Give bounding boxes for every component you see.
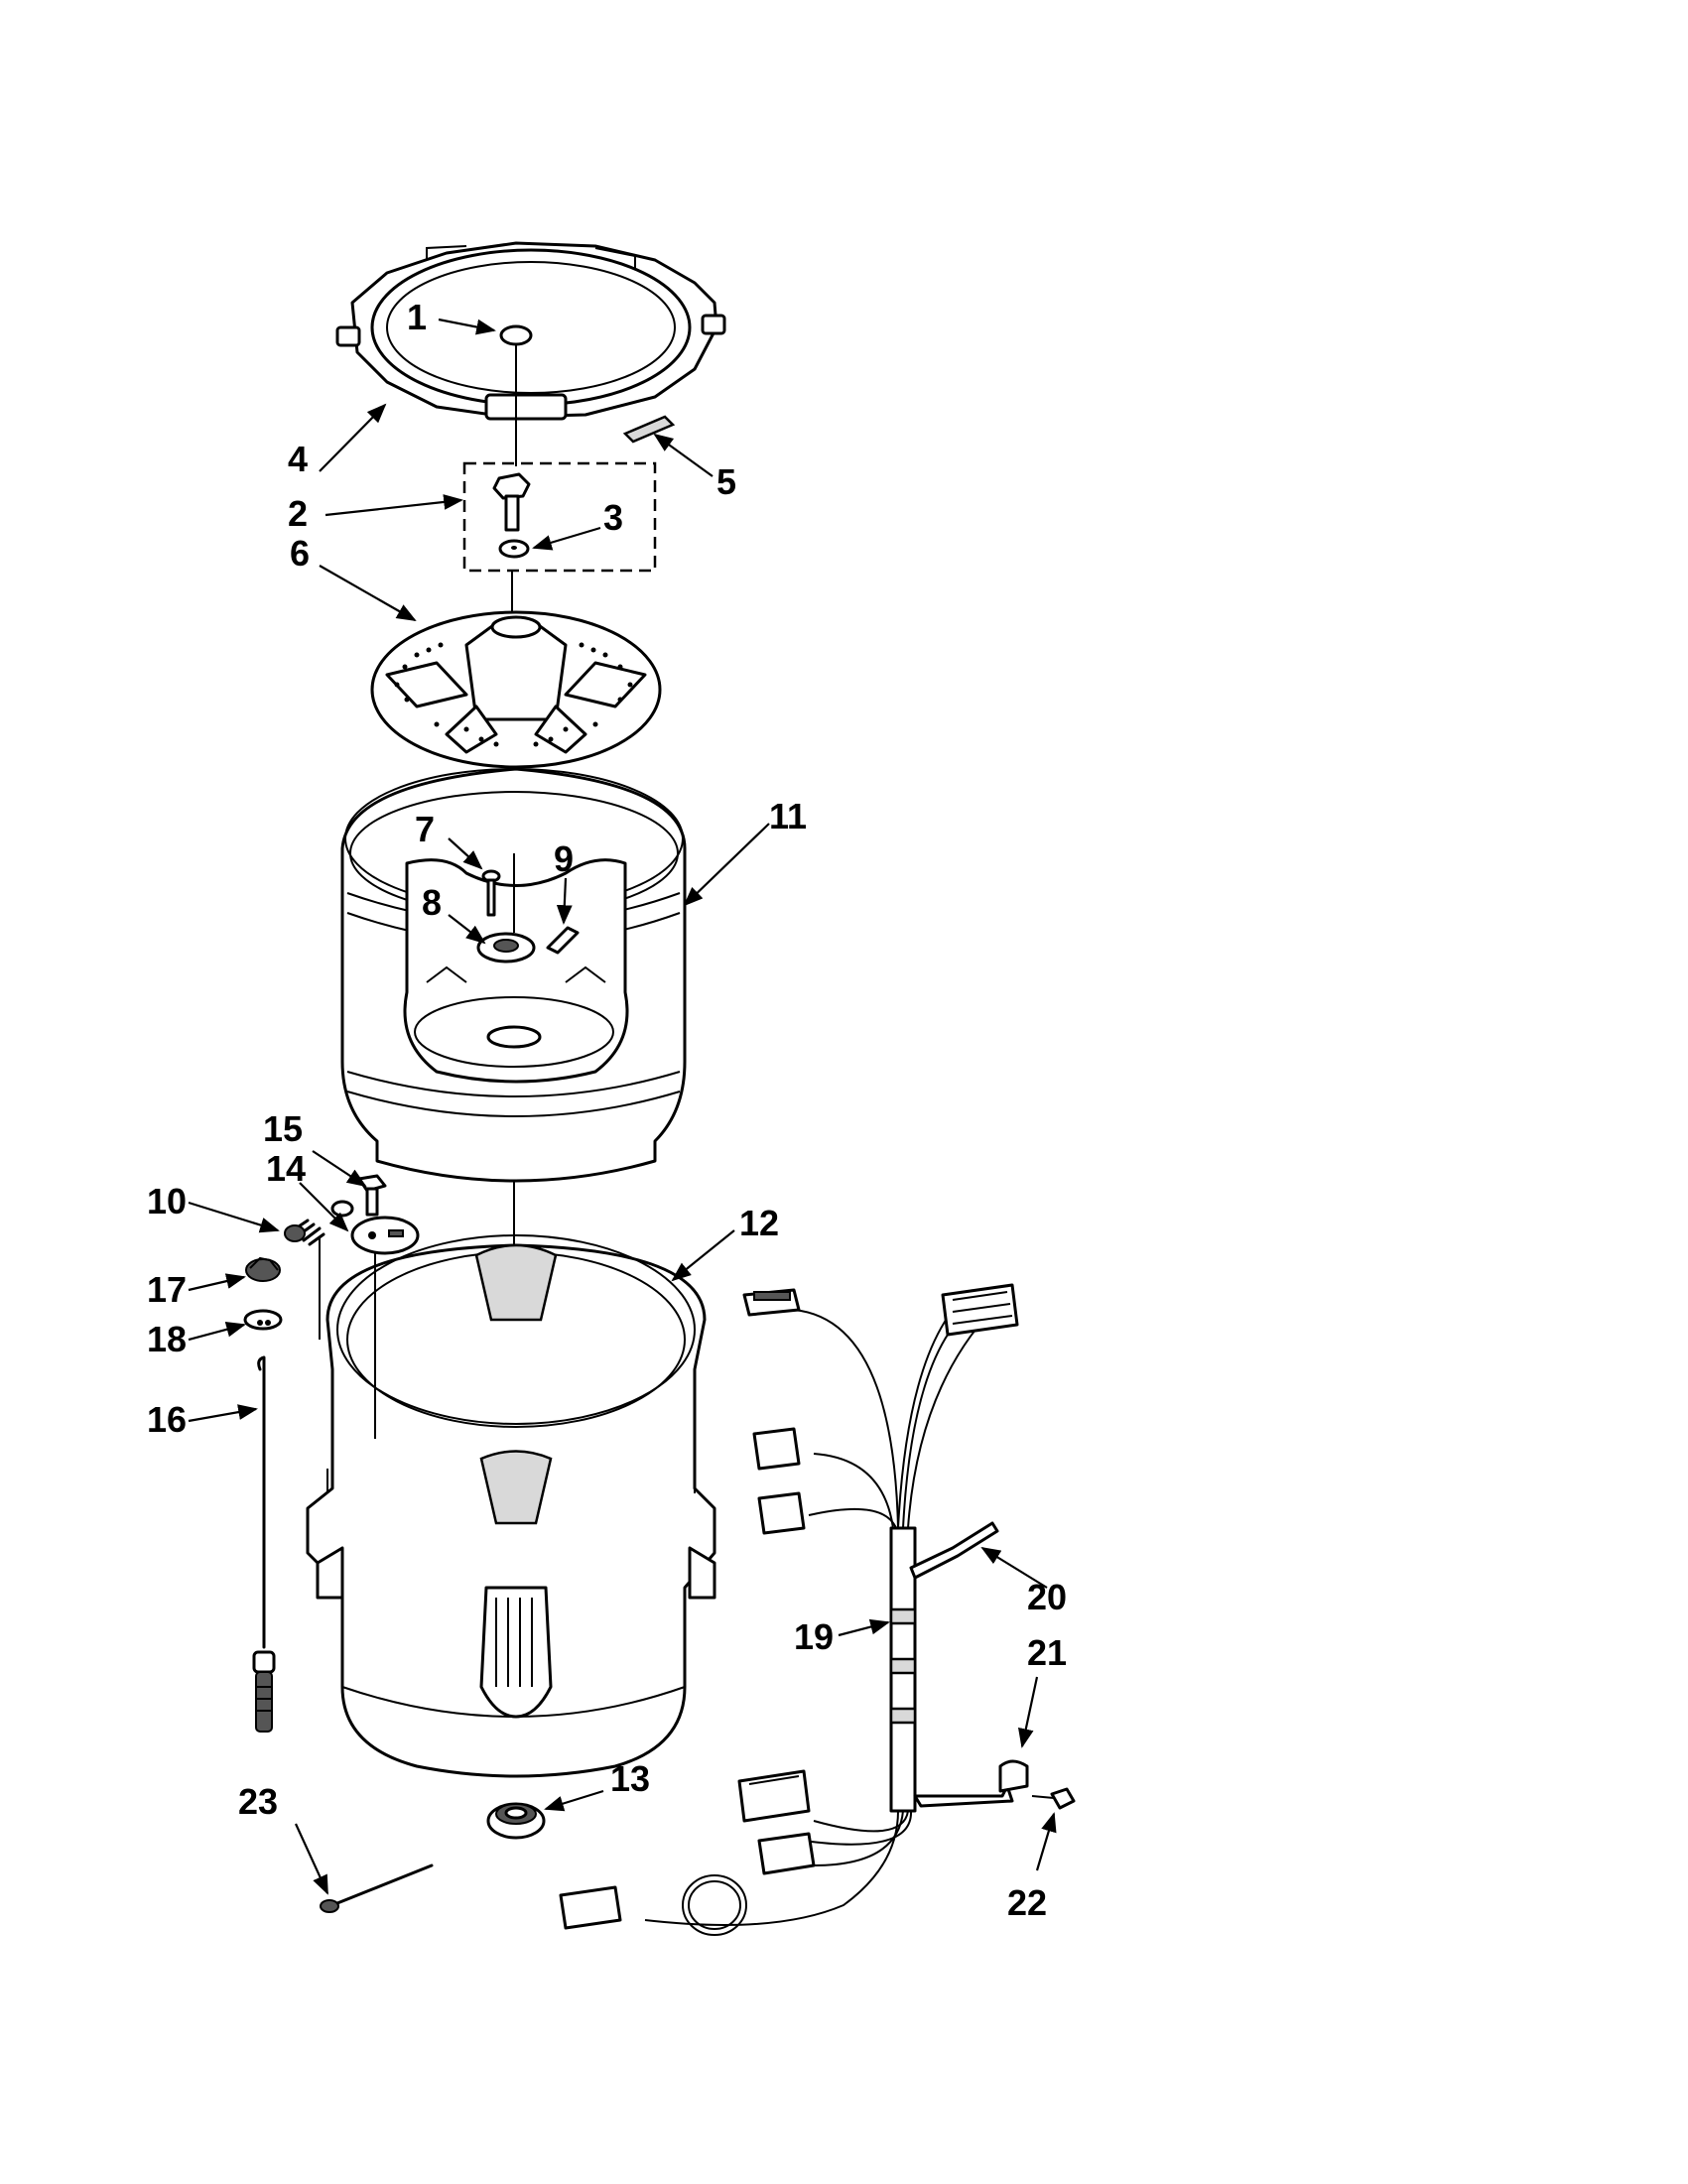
callout-2: 2 [288, 493, 308, 534]
outer-tub-part [306, 1234, 716, 1778]
callout-6: 6 [290, 533, 310, 574]
callout-8: 8 [422, 882, 442, 923]
sensor-probe-part [320, 1863, 434, 1913]
connector-b [941, 1283, 1019, 1337]
callout-21: 21 [1027, 1632, 1067, 1673]
suspension-rod-part [252, 1355, 276, 1733]
spring-part [284, 1219, 325, 1246]
tub-ring-part [335, 241, 726, 421]
callout-11: 11 [769, 796, 807, 836]
callout-16: 16 [147, 1399, 187, 1440]
callout-18: 18 [147, 1319, 187, 1359]
callout-4: 4 [288, 439, 308, 479]
callout-3: 3 [603, 497, 623, 538]
callout-1: 1 [407, 297, 427, 337]
callout-15: 15 [263, 1108, 303, 1149]
callout-13: 13 [610, 1758, 650, 1799]
callout-19: 19 [794, 1616, 834, 1657]
callout-5: 5 [716, 461, 736, 502]
callout-22: 22 [1007, 1882, 1047, 1923]
wire-harness-part [644, 1289, 993, 1936]
cap-part [499, 324, 533, 346]
callout-14: 14 [266, 1148, 306, 1189]
callout-10: 10 [147, 1181, 187, 1221]
screw-22-part [1031, 1787, 1076, 1810]
callout-12: 12 [739, 1203, 779, 1243]
bracket-part [998, 1759, 1029, 1793]
bolt-kit-box [462, 461, 657, 573]
clip-part [546, 926, 580, 955]
callout-20: 20 [1027, 1577, 1067, 1617]
screw-15-part [357, 1174, 387, 1217]
hub-part [476, 932, 536, 964]
connector-g [559, 1885, 622, 1930]
connector-a [742, 1288, 801, 1317]
connector-f [757, 1832, 816, 1875]
screw-part [481, 869, 501, 917]
callout-9: 9 [554, 838, 574, 879]
callout-23: 23 [238, 1781, 278, 1822]
seat-part [243, 1309, 283, 1331]
strip-part [622, 415, 676, 444]
callout-17: 17 [147, 1269, 187, 1310]
callout-7: 7 [415, 809, 435, 849]
bolt-part [492, 472, 531, 559]
seal-part [486, 1802, 546, 1840]
connector-c [752, 1427, 801, 1471]
tube-part [909, 1521, 999, 1580]
connector-e [737, 1769, 811, 1823]
retainer-part [245, 1256, 281, 1282]
wash-basket-part [340, 767, 687, 1183]
connector-d [757, 1491, 806, 1535]
impeller-part [370, 610, 662, 769]
